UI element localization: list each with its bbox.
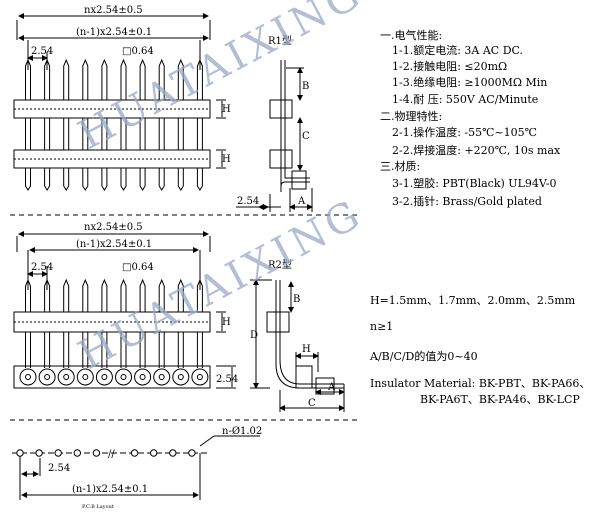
pin-row-r1 [25,58,203,191]
physical-title: 二.物理特性: [380,110,443,123]
soldering-temp: 2-2.焊接温度: +220℃, 10s max [392,144,561,157]
pin [57,278,75,386]
pin [63,58,70,191]
pin [44,58,51,191]
break-mark: // [108,449,115,460]
dim-c-r2: C [308,398,316,409]
pcb-hole [16,449,24,457]
pin-size-dim: □0.64 [122,46,154,57]
dim-h-r2: H [302,344,311,355]
pcb-pitch-dim: 2.54 [48,463,70,474]
pcb-span-dim: (n-1)x2.54±0.1 [72,484,148,495]
pin [139,58,146,191]
pcb-hole [169,449,177,457]
side-view-r2 [250,279,345,412]
pin-span-dim: (n-1)x2.54±0.1 [76,27,152,38]
h-dim-upper: H [222,104,231,115]
pcb-layout [12,435,260,500]
electrical-title: 一.电气性能: [380,29,443,42]
pin [95,278,113,386]
side-view-r1-title: R1型 [268,34,292,47]
dim-c-r1: C [302,131,310,142]
overall-length-dim: nx2.54±0.5 [84,5,143,16]
pin [153,278,171,386]
pcb-hole [188,449,196,457]
pcb-hole [35,449,43,457]
pin [101,58,108,191]
pcb-hole [54,449,62,457]
operating-temp: 2-1.操作温度: -55℃~105℃ [392,126,537,139]
overall-length-dim-2: nx2.54±0.5 [84,222,143,233]
pcb-hole [130,449,139,457]
abcd-range-note: A/B/C/D的值为0~40 [370,350,478,363]
insulation-resistance: 1-3.绝缘电阻: ≥1000MΩ Min [392,76,548,89]
side-view-r2-title: R2型 [268,258,292,271]
pcb-holes: // [16,449,196,460]
pin [19,278,37,386]
dim-b-r2: B [293,294,300,305]
pcb-hole [92,449,101,457]
dim-pitch-r1: 2.54 [237,196,259,207]
pin [82,58,89,191]
pitch-dim-2: 2.54 [31,262,53,273]
hole-dim: n-Ø1.02 [222,426,262,437]
withstand-voltage: 1-4.耐 压: 550V AC/Minute [392,93,539,106]
watermark-top: HUATAIXING [71,0,370,159]
h-dim-lower: H [222,154,231,165]
pin [76,278,94,386]
insulator-note-line1: Insulator Material: BK-PBT、BK-PA66、 [370,377,591,390]
pcb-caption: P.C.B Layout [82,504,114,510]
front-view-r1 [13,13,226,169]
dim-a-r2: A [327,382,336,393]
pin [134,278,152,386]
contact-resistance: 1-2.接触电阻: ≤20mΩ [392,60,508,73]
n-value-note: n≥1 [370,320,394,333]
h-dim-r2: H [222,317,231,328]
pcb-hole [73,449,82,457]
front-view-r2 [13,231,236,389]
pin [158,58,165,191]
pin [191,278,209,386]
insulator-note-line2: BK-PA6T、BK-PA46、BK-LCP [420,393,580,406]
dim-d-r2: D [250,330,258,341]
pin [38,278,56,386]
pcb-hole [150,449,158,457]
rated-current: 1-1.额定电流: 3A AC DC. [392,44,524,57]
plastic-material: 3-1.塑胶: PBT(Black) UL94V-0 [392,177,557,190]
pin [172,278,190,386]
watermark-bottom: HUATAIXING [71,191,370,379]
pin-material: 3-2.插针: Brass/Gold plated [392,195,542,208]
pin [120,58,127,191]
pin-span-dim-2: (n-1)x2.54±0.1 [76,239,152,250]
pitch-dim: 2.54 [31,46,53,57]
pitch-side-dim-r2: 2.54 [216,374,238,385]
pin-row-r2 [19,278,209,386]
h-values-note: H=1.5mm、1.7mm、2.0mm、2.5mm [370,294,576,307]
dim-a-r1: A [297,196,306,207]
pin [115,278,132,386]
material-title: 三.材质: [380,160,421,173]
pin [196,58,203,191]
pin [25,58,31,191]
pin [177,58,184,191]
pin-size-dim-2: □0.64 [122,262,154,273]
dim-b-r1: B [302,81,309,92]
side-view-r1 [236,60,313,212]
